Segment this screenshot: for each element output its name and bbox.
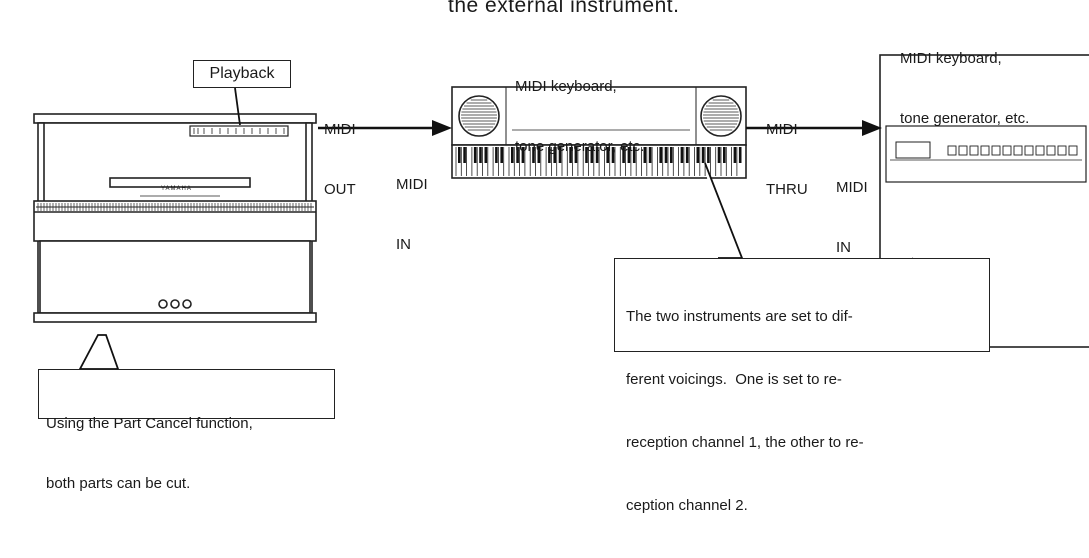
- playback-label: Playback: [193, 60, 291, 88]
- midi-thru-label: MIDI THRU: [766, 80, 808, 220]
- midi-in-keyboard-label: MIDI IN: [396, 135, 428, 275]
- part-cancel-leader: [80, 335, 118, 369]
- midi-out-label: MIDI OUT: [324, 80, 356, 220]
- voicings-callout: The two instruments are set to dif- fere…: [614, 258, 990, 352]
- keyboard-label: MIDI keyboard, tone generator, etc.: [515, 37, 644, 177]
- midi-in-tone-generator-label: MIDI IN: [836, 138, 868, 278]
- upright-piano: [34, 114, 316, 322]
- tone-generator-label: MIDI keyboard, tone generator, etc.: [900, 9, 1029, 149]
- part-cancel-callout: Using the Part Cancel function, both par…: [38, 369, 335, 419]
- piano-brand: YAMAHA: [161, 185, 192, 193]
